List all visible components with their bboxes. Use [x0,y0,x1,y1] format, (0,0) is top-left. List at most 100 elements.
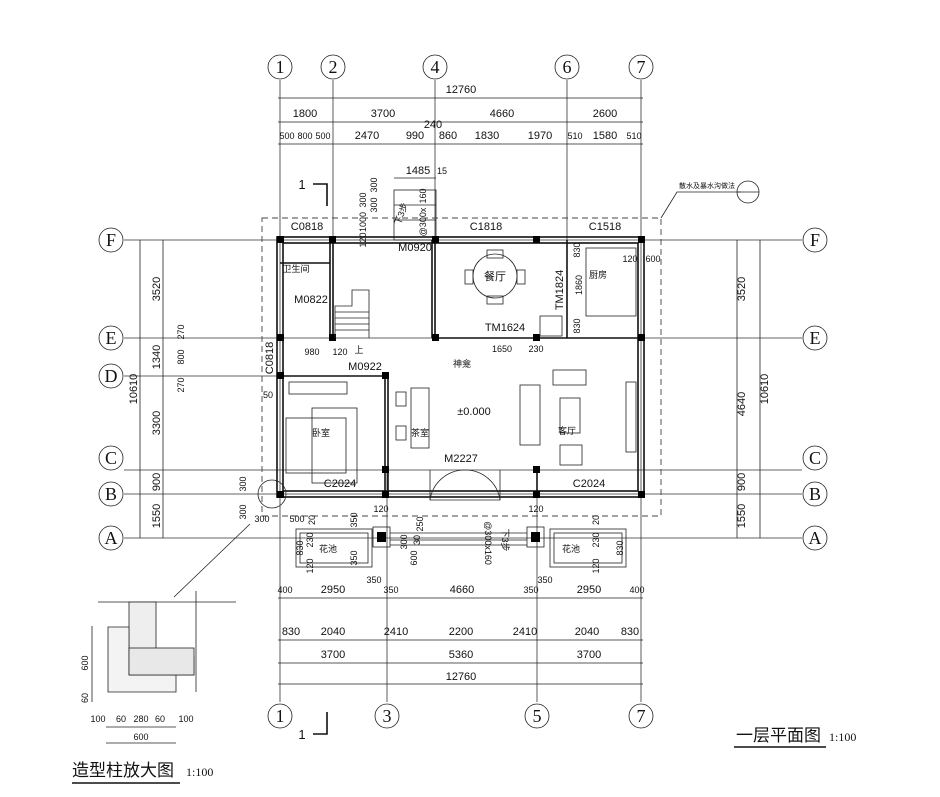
structural-columns [277,236,645,498]
dim-text: 500 [279,131,294,141]
axis-label: A [809,528,822,548]
section-mark-top: 1 [298,177,328,206]
dim-text: 2410 [513,626,537,638]
dim-text: 1340 [151,345,163,369]
dim-text: 15 [437,166,447,176]
dim-text: 830 [621,626,639,638]
dim-text: 1830 [475,130,499,142]
door-label: M0822 [294,294,328,306]
axis-label: 7 [637,706,646,726]
room-kitchen: 厨房 [589,269,607,280]
window-label: C0818 [264,342,276,374]
grid-lines [124,80,802,702]
dim-text: 600 [80,655,90,670]
dim-text: 500 [315,131,330,141]
dim-text: 下3步 [500,528,510,551]
axis-label: B [105,484,117,504]
left-dimensions: 10610 3520 1340 3300 900 1550 270 800 27… [128,240,305,538]
dim-text: 230 [591,532,601,547]
dim-text: 600 [645,254,660,264]
dim-text: 1860 [574,275,584,295]
dim-text: 2950 [321,584,345,596]
dim-text: 900 [736,473,748,491]
interior-dimensions: 120 600 830 1860 830 980 120 上 1650 230 … [263,242,661,418]
interior-stair [334,289,370,338]
dim-text: 300 [254,514,269,524]
plan-scale: 1:100 [829,730,856,744]
dim-text: 1550 [736,504,748,528]
axis-label: D [105,366,118,386]
dim-text: 4660 [490,108,514,120]
room-dining: 餐厅 [484,269,506,283]
dim-text: @300x [418,207,428,236]
dim-text: 300 [238,476,248,491]
dim-text: 1580 [593,130,617,142]
room-shrine: 神龛 [453,358,471,369]
shaft [539,315,563,337]
dim-text: 830 [295,540,305,555]
axis-label: E [106,328,117,348]
dim-text: 120 [528,504,543,514]
dim-text: 300 [369,197,379,212]
dim-text: 990 [406,130,424,142]
dim-text: 5360 [449,649,473,661]
bottom-dimensions: 400 2950 350 350 4660 350 350 2950 400 8… [277,575,645,685]
room-living: 客厅 [558,425,576,436]
dim-text: 1550 [151,504,163,528]
planter-right: 花池 [562,543,580,554]
axis-label: B [809,484,821,504]
dining-table [464,249,526,305]
window-label: C1818 [470,221,502,233]
dim-text: 830 [282,626,300,638]
dim-text: 2410 [384,626,408,638]
front-porch: 120 120 350 350 230 230 830 830 120 120 … [295,504,627,574]
axis-label: 6 [563,57,572,77]
wardrobe [288,381,348,395]
dim-total-top: 12760 [446,84,477,96]
axis-label: A [105,528,118,548]
axis-label: 4 [431,57,440,77]
window-label: C2024 [324,478,356,490]
dim-text: 230 [305,532,315,547]
door-label: M2227 [444,453,478,465]
dim-text: 830 [615,540,625,555]
section-mark-bottom: 1 [298,712,328,742]
rear-stair: 1485 15 300 300 300 1000 120 160 @300x 下… [358,165,447,248]
dim-text: 400 [629,585,644,595]
walls [276,236,645,501]
dim-text: 1800 [293,108,317,120]
axis-label: C [809,448,821,468]
axis-label: 2 [329,57,338,77]
dim-text: 120 [305,558,315,573]
dim-text: @300x160 [483,521,493,565]
axis-label: F [810,230,820,250]
dim-text: 350 [366,575,381,585]
dim-text: 240 [424,119,442,131]
dim-text: 120 [591,558,601,573]
dim-text: 160 [418,188,428,203]
room-tea: 茶室 [411,427,429,438]
room-bathroom: 卫生间 [282,263,309,274]
opening-labels: C0818 C1818 C1518 M0920 M0822 TM1824 TM1… [264,221,621,490]
dim-text: 3700 [321,649,345,661]
window-label: C0818 [291,221,323,233]
dim-text: 120 [373,504,388,514]
door-label: TM1624 [485,322,525,334]
dim-text: 120 [332,347,347,357]
dim-text: 510 [626,131,641,141]
dim-text: 3520 [736,277,748,301]
dim-text: 900 [151,473,163,491]
dim-text: 270 [176,377,186,392]
dim-text: 12760 [446,671,477,683]
dim-text: 4660 [450,584,474,596]
dim-text: 500 [289,514,304,524]
dim-text: 60 [116,714,126,724]
axis-label: C [105,448,117,468]
right-dimensions: 10610 3520 4640 900 1550 [736,240,771,538]
dim-text: 2950 [577,584,601,596]
level-mark: ±0.000 [457,406,491,418]
detail-scale: 1:100 [186,765,213,779]
dim-text: 2470 [355,130,379,142]
axis-label: 7 [637,57,646,77]
dim-text: 100 [178,714,193,724]
